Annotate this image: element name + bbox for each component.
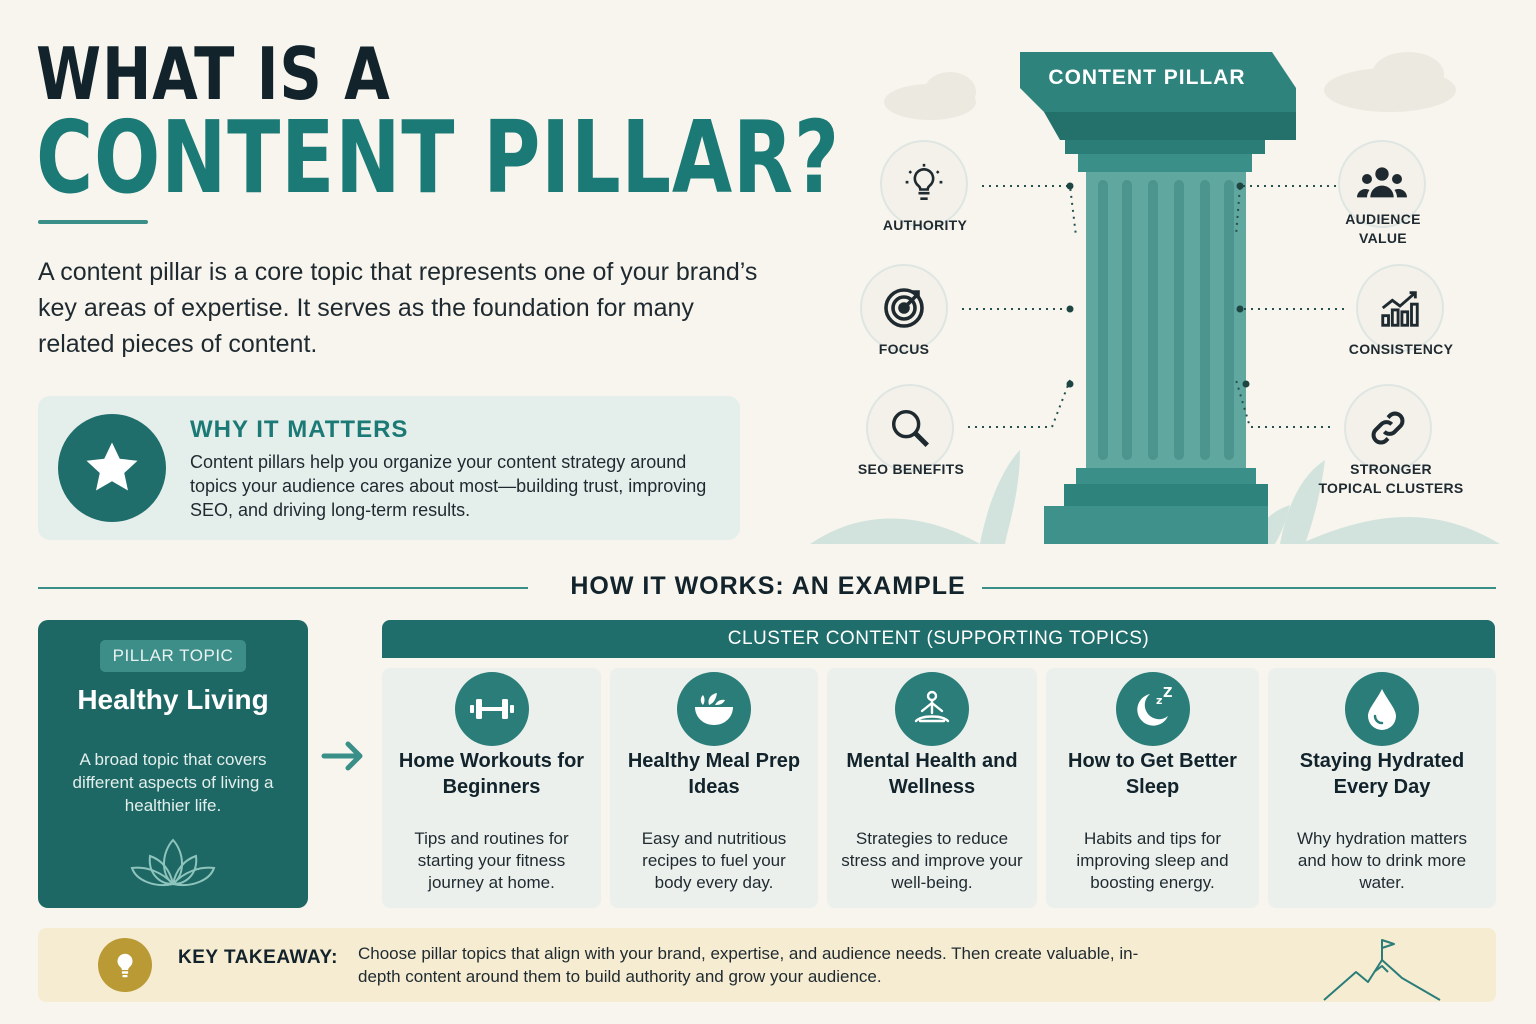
mountain-flag-icon: [1322, 938, 1442, 1006]
intro-text: A content pillar is a core topic that re…: [38, 258, 758, 358]
cluster-card: Mental Health and Wellness Strategies to…: [827, 668, 1037, 908]
why-text: Content pillars help you organize your c…: [190, 452, 707, 520]
cluster-card: Healthy Meal Prep Ideas Easy and nutriti…: [610, 668, 818, 908]
divider-left: [38, 587, 528, 589]
lotus-icon: [130, 834, 216, 892]
cluster-title: Staying Hydrated Every Day: [1299, 750, 1465, 798]
dumbbell-icon: [454, 672, 529, 746]
people-icon: [1338, 140, 1426, 228]
title-line-1: WHAT IS A: [36, 32, 391, 116]
pillar-graphic: CONTENT PILLAR AUTHORITY FOCUS SEO BENEF…: [780, 40, 1520, 550]
divider-right: [982, 587, 1496, 589]
benefit-label-authority: AUTHORITY: [882, 217, 968, 233]
magnifier-icon: [866, 384, 954, 472]
pillar-topic-badge: PILLAR TOPIC: [100, 640, 246, 672]
target-icon: [860, 264, 948, 352]
pillar-topic-description: A broad topic that covers different aspe…: [72, 750, 274, 815]
salad-bowl-icon: [677, 672, 751, 746]
key-takeaway-label: KEY TAKEAWAY:: [178, 947, 338, 968]
title-underline: [38, 220, 148, 224]
cluster-card: Staying Hydrated Every Day Why hydration…: [1268, 668, 1496, 908]
benefit-label-focus: FOCUS: [878, 341, 930, 357]
benefit-label-clusters: STRONGER TOPICAL CLUSTERS: [1318, 461, 1464, 496]
pillar-cap-label: CONTENT PILLAR: [1048, 66, 1246, 89]
cluster-title: Healthy Meal Prep Ideas: [627, 750, 801, 798]
cluster-title: Home Workouts for Beginners: [398, 750, 585, 798]
star-icon: [58, 414, 166, 522]
pillar-topic-box: PILLAR TOPIC Healthy Living A broad topi…: [38, 620, 308, 908]
growth-chart-icon: [1356, 264, 1444, 352]
cluster-text: Tips and routines for starting your fitn…: [414, 829, 569, 892]
lightbulb-icon: [880, 140, 968, 228]
benefit-label-seo: SEO BENEFITS: [857, 461, 965, 477]
benefit-label-consistency: CONSISTENCY: [1348, 341, 1454, 357]
benefit-label-audience: AUDIENCE VALUE: [1345, 211, 1421, 246]
how-it-works-title: HOW IT WORKS: AN EXAMPLE: [570, 572, 966, 600]
cluster-card: Home Workouts for Beginners Tips and rou…: [382, 668, 601, 908]
cluster-content-header: CLUSTER CONTENT (SUPPORTING TOPICS): [382, 620, 1495, 658]
water-drop-icon: [1345, 672, 1419, 746]
why-it-matters-panel: WHY IT MATTERS Content pillars help you …: [38, 396, 740, 540]
svg-text:Z: Z: [1163, 686, 1172, 701]
key-takeaway-text: Choose pillar topics that align with you…: [358, 944, 1139, 986]
arrow-right-icon: [320, 738, 368, 778]
link-icon: [1344, 384, 1432, 472]
pillar-topic-name: Healthy Living: [77, 684, 269, 715]
pillar-illustration: [810, 52, 1500, 544]
cluster-title: Mental Health and Wellness: [846, 750, 1018, 798]
cluster-text: Easy and nutritious recipes to fuel your…: [641, 829, 787, 892]
lightbulb-icon: [98, 938, 152, 992]
title-line-2: CONTENT PILLAR?: [36, 99, 840, 216]
meditation-icon: [895, 672, 969, 746]
key-takeaway-banner: KEY TAKEAWAY: Choose pillar topics that …: [38, 928, 1496, 1002]
cluster-title: How to Get Better Sleep: [1068, 750, 1237, 798]
why-heading: WHY IT MATTERS: [190, 416, 409, 443]
cluster-text: Why hydration matters and how to drink m…: [1296, 829, 1468, 892]
cluster-text: Habits and tips for improving sleep and …: [1076, 829, 1229, 892]
cluster-text: Strategies to reduce stress and improve …: [841, 829, 1023, 892]
svg-text:z: z: [1156, 694, 1162, 707]
